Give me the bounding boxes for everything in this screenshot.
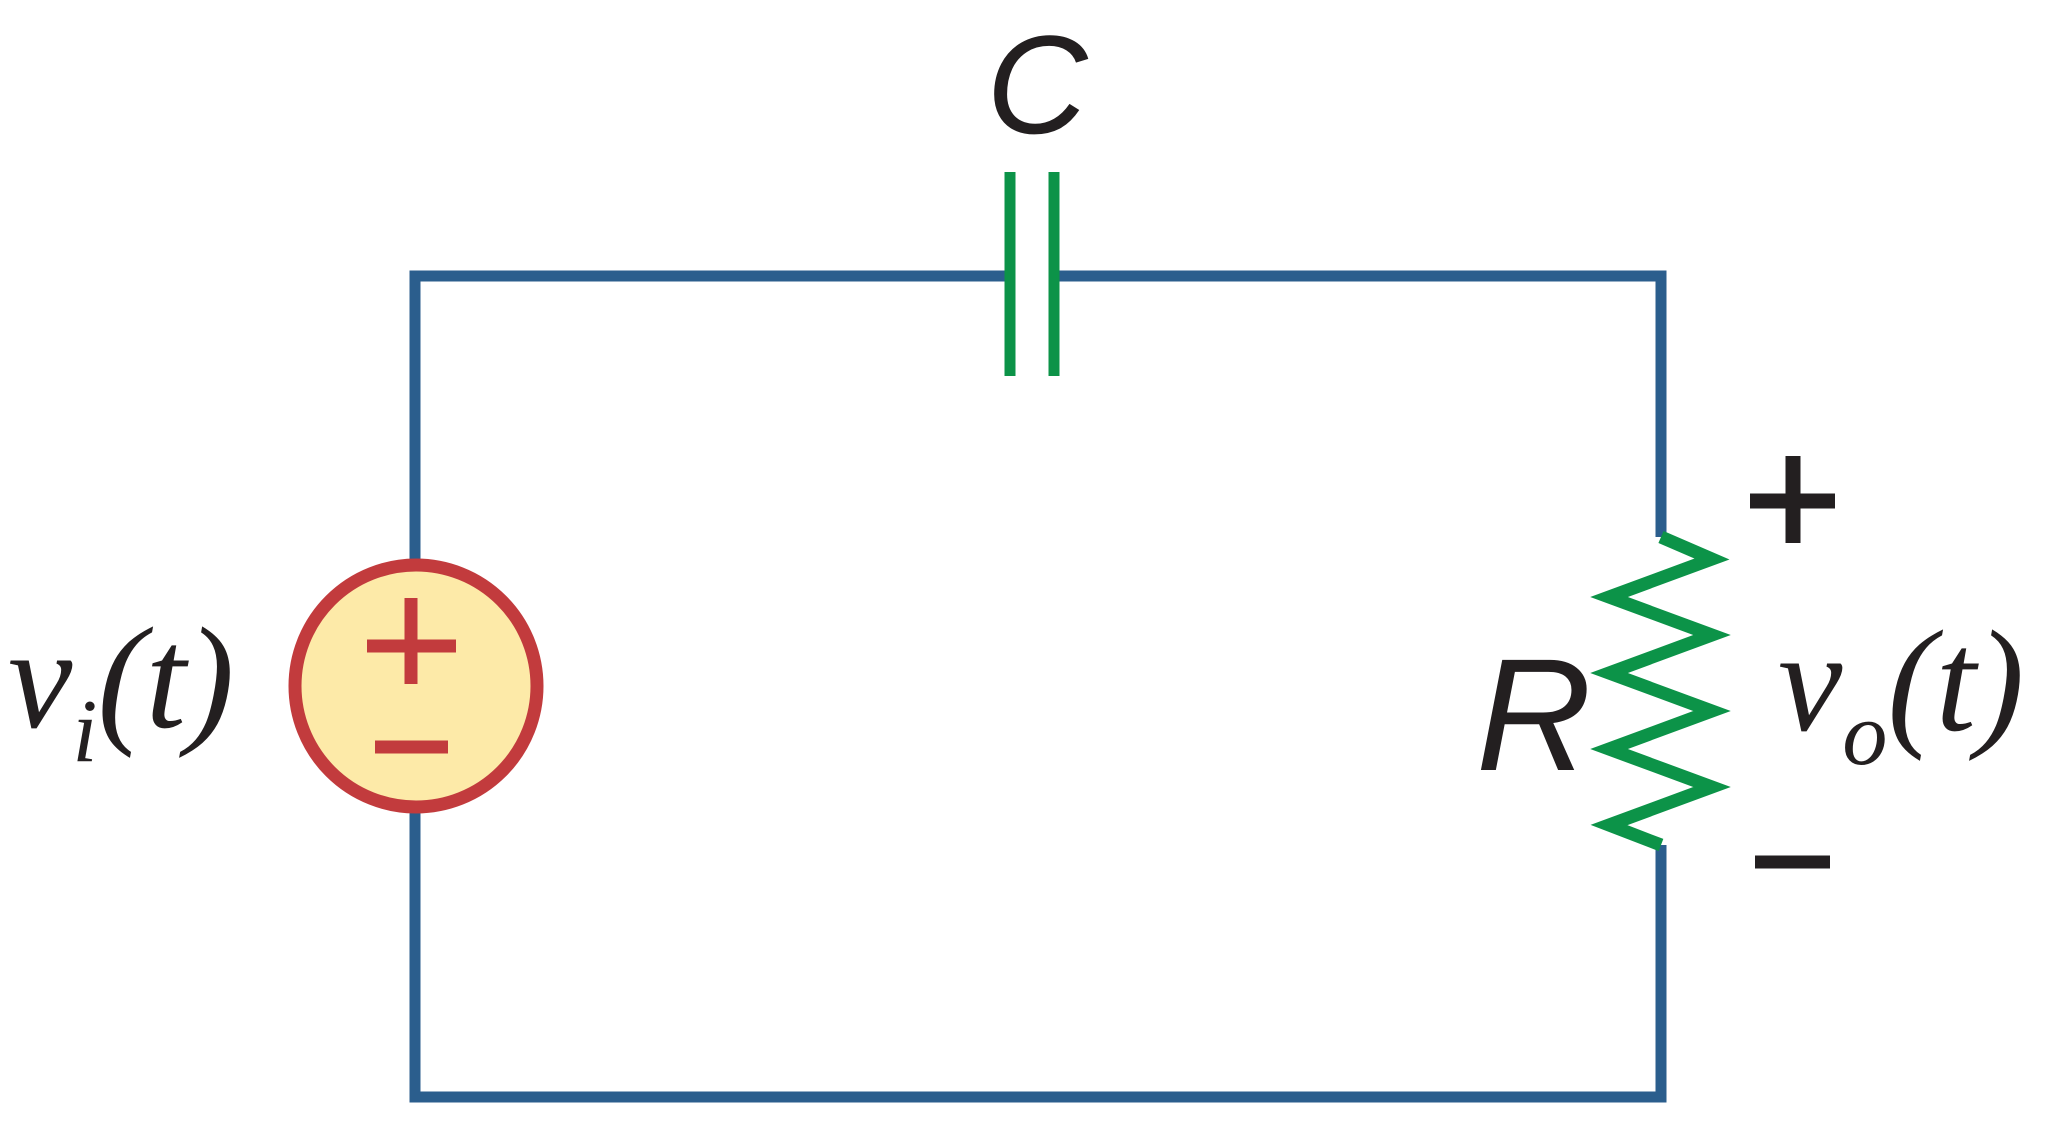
output-voltage-subscript: o bbox=[1842, 685, 1887, 784]
voltage-source-body bbox=[288, 558, 544, 814]
output-voltage-base: v bbox=[1778, 602, 1843, 762]
capacitor-label: C bbox=[986, 6, 1088, 163]
output-voltage-args: (t) bbox=[1887, 602, 2024, 762]
input-voltage-args: (t) bbox=[97, 599, 234, 759]
voltage-source bbox=[288, 558, 544, 814]
output-voltage-label: vo(t) bbox=[1778, 602, 2024, 784]
input-voltage-base: v bbox=[8, 599, 73, 759]
wire-top-right bbox=[1054, 270, 1667, 537]
input-voltage-label: vi(t) bbox=[8, 599, 234, 781]
capacitor bbox=[1004, 172, 1060, 376]
output-plus-icon bbox=[1750, 456, 1835, 543]
resistor-label: R bbox=[1476, 625, 1592, 804]
resistor-zigzag bbox=[1590, 531, 1731, 852]
input-voltage-subscript: i bbox=[72, 682, 97, 781]
source-plus-icon bbox=[367, 598, 456, 684]
wire-left-bottom-right bbox=[409, 270, 1667, 1103]
